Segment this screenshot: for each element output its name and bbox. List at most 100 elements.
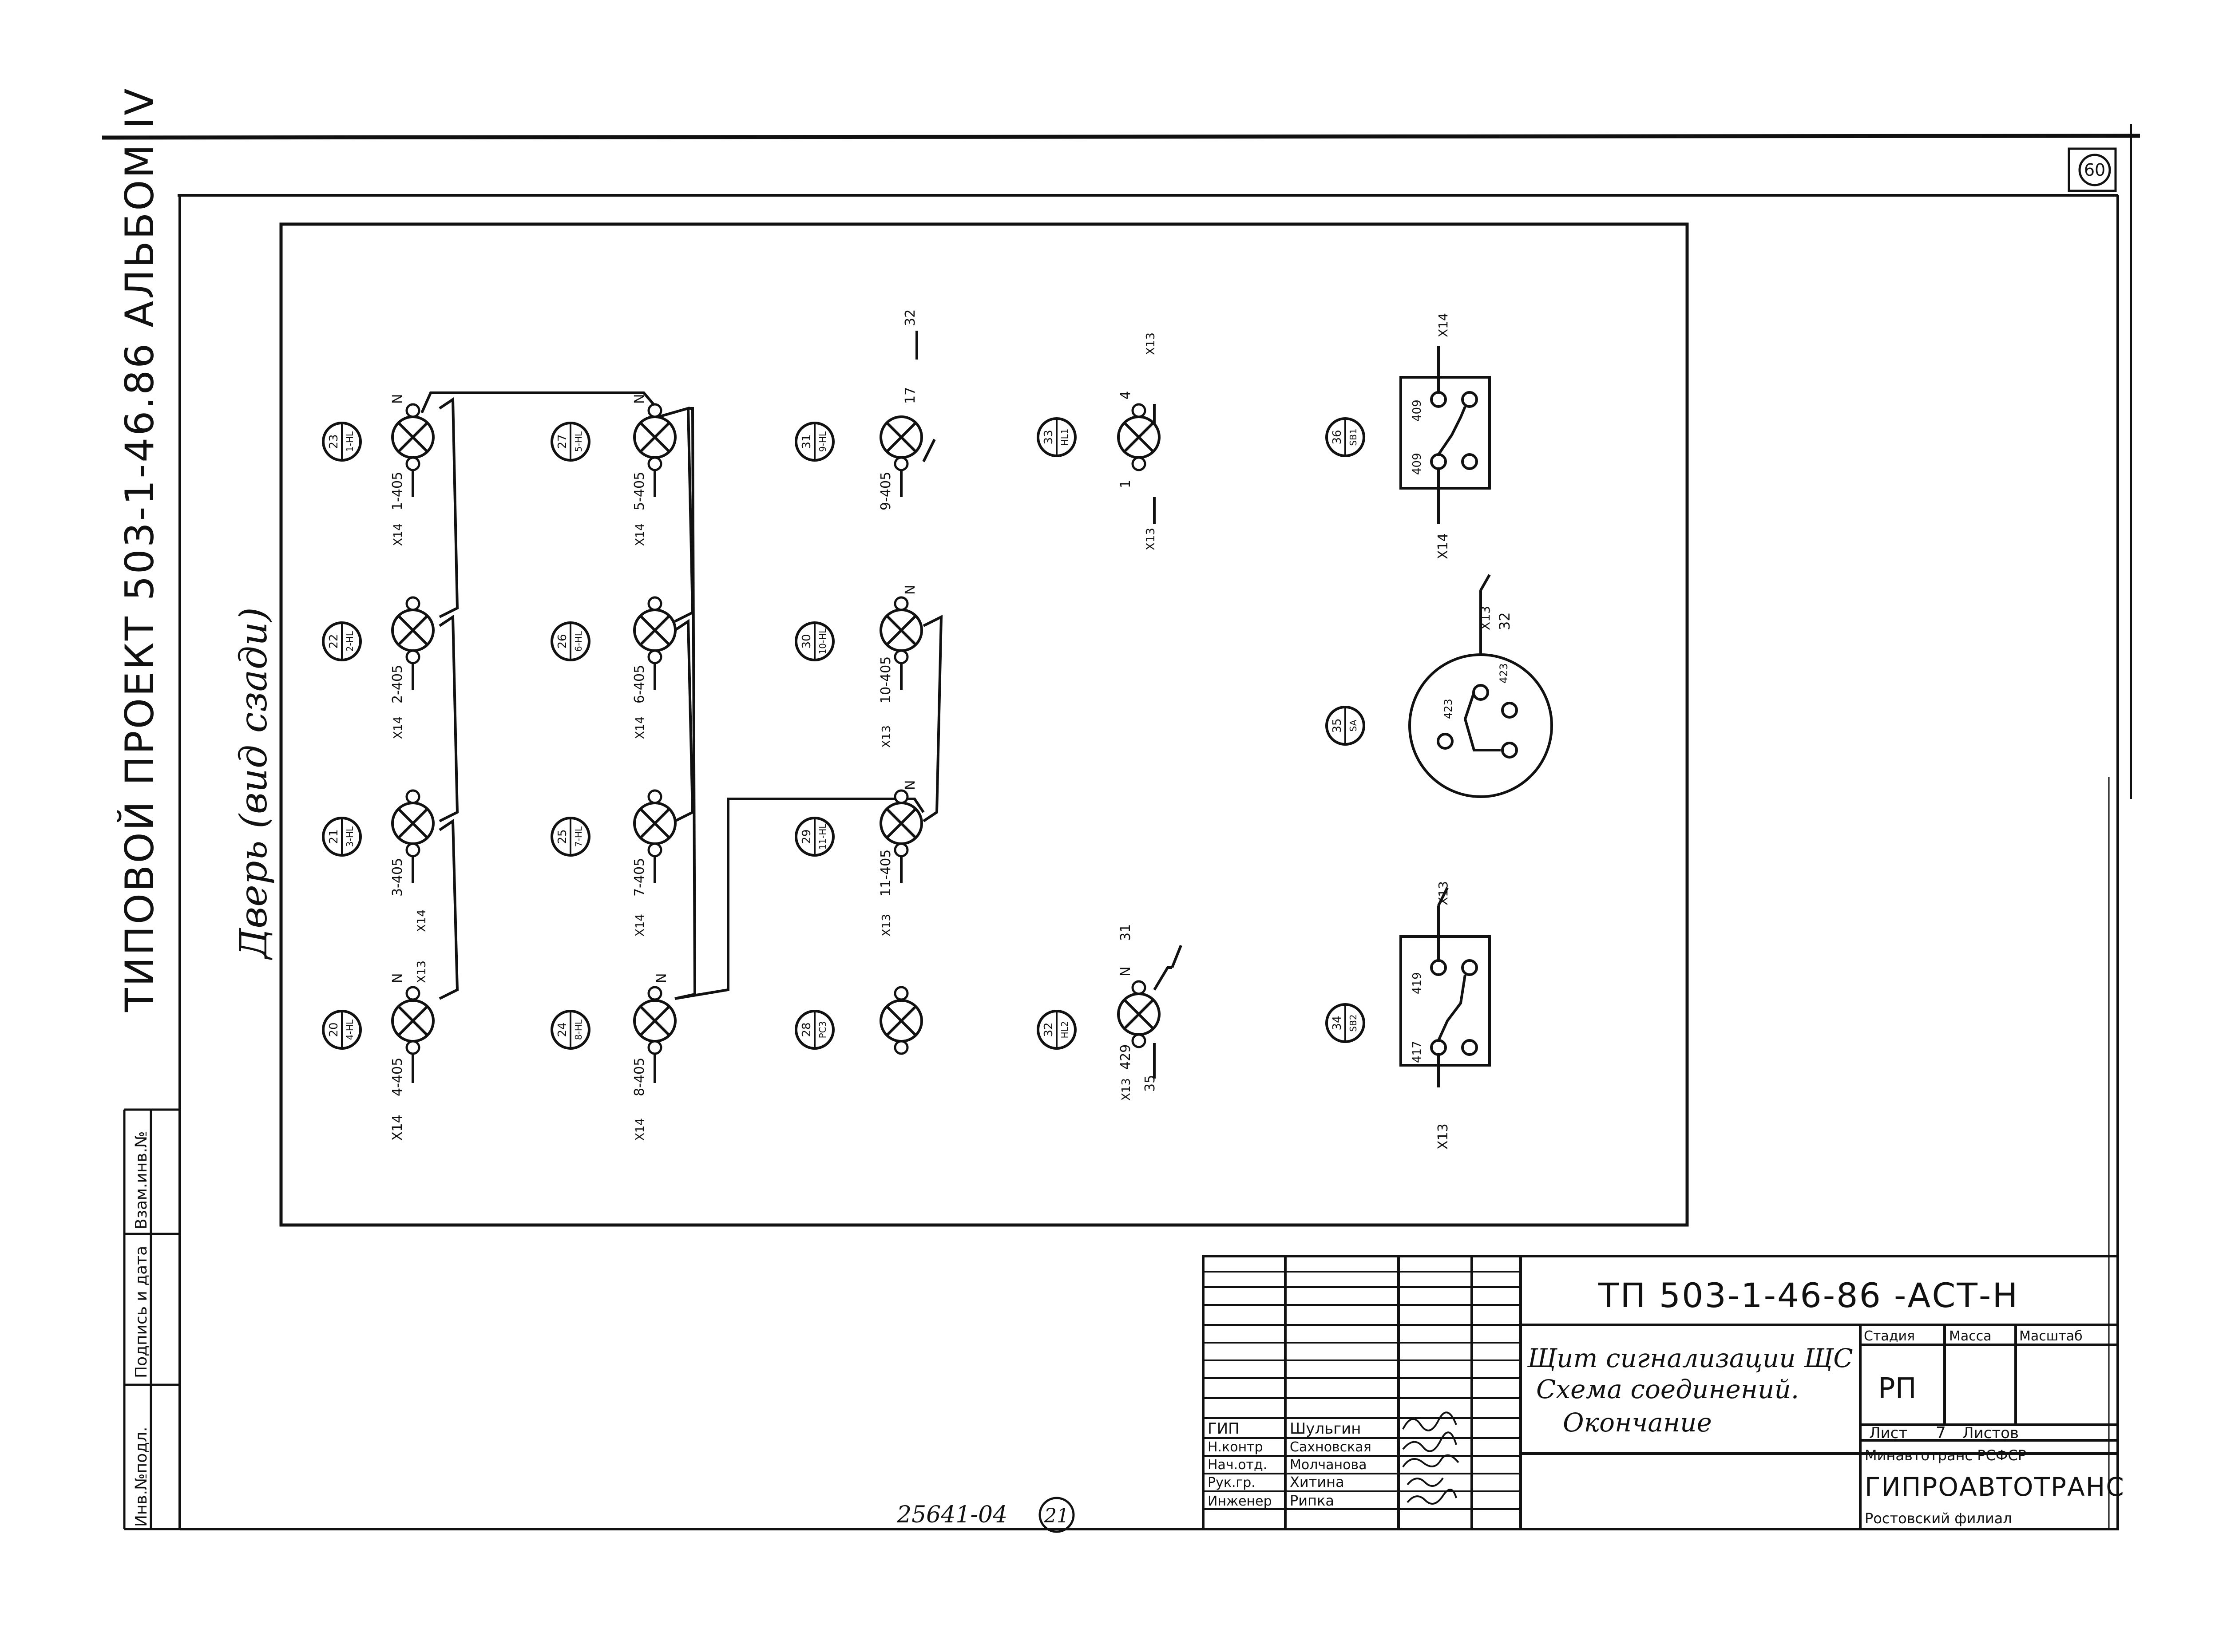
wire-23-left: 1-405 <box>390 472 405 510</box>
code-29: 11-HL <box>817 823 828 850</box>
lamp-22 <box>392 610 433 651</box>
wire-labels: 4-405 X14 N X13 3-405 X14 2-405 X14 1-40… <box>390 309 1158 1141</box>
org-line-1: Минавтотранс РСФСР <box>1865 1447 2026 1464</box>
pos-29: 29 <box>800 829 813 844</box>
sb2-term-right: X13 <box>1436 881 1450 905</box>
code-32: HL2 <box>1059 1021 1070 1039</box>
sheet-frame <box>102 124 2140 1530</box>
wire-32-left2: 35 <box>1142 1075 1158 1092</box>
sheet-number: 60 <box>2084 160 2105 180</box>
side-stamp-inv: Инв.№подл. <box>132 1427 151 1527</box>
wire-24-left: 8-405 <box>632 1058 647 1096</box>
lamp-30 <box>881 610 922 651</box>
wire-30-left: 10-405 <box>878 656 894 703</box>
sig-role-4: Рук.гр. <box>1208 1475 1256 1490</box>
position-bubbles <box>322 417 1365 1050</box>
term-21-left: X14 <box>415 909 428 932</box>
wire-33-right: 4 <box>1118 391 1133 399</box>
album-title: ТИПОВОЙ ПРОЕКТ 503-1-46.86 АЛЬБОМ IV <box>117 87 162 1012</box>
sheets-label: Листов <box>1962 1424 2019 1442</box>
archive-page: 21 <box>1044 1505 1069 1527</box>
wire-20-right: N <box>390 973 405 983</box>
lamp-32 <box>1118 994 1159 1035</box>
doc-name-3: Окончание <box>1563 1407 1712 1438</box>
term-33-left: X13 <box>1144 528 1157 550</box>
wire-23-right: N <box>390 394 405 404</box>
code-34: SB2 <box>1348 1014 1359 1032</box>
wire-31-far: 32 <box>903 309 918 326</box>
scale-header: Масштаб <box>2019 1328 2083 1344</box>
wire-29-right: N <box>903 780 918 790</box>
pos-25: 25 <box>556 829 569 844</box>
wire-31-right: 17 <box>903 387 918 404</box>
lamp-29 <box>881 803 922 844</box>
sa-term-right: X13 <box>1478 606 1493 630</box>
sheet-label: Лист <box>1869 1424 1907 1442</box>
sheet-no: 7 <box>1936 1424 1946 1442</box>
lamp-21 <box>392 803 433 844</box>
code-21: 3-HL <box>345 826 355 847</box>
sig-role-2: Н.контр <box>1208 1439 1263 1455</box>
signature-rows: ГИП Шульгин Н.контр Сахновская Нач.отд. … <box>1208 1420 1371 1509</box>
pos-28: 28 <box>800 1022 813 1037</box>
sb1-term-right: X14 <box>1436 313 1450 337</box>
term-24-left: X14 <box>634 1118 647 1141</box>
pos-20: 20 <box>327 1022 341 1037</box>
code-27: 5-HL <box>573 431 584 452</box>
doc-name-1: Щит сигнализации ЩС <box>1527 1343 1853 1373</box>
pos-31: 31 <box>800 434 813 449</box>
sig-name-2: Сахновская <box>1290 1439 1371 1455</box>
lamp-24 <box>634 1000 675 1041</box>
wire-24-right: N <box>654 973 670 983</box>
code-25: 7-HL <box>573 826 584 847</box>
pos-24: 24 <box>556 1022 569 1037</box>
pos-23: 23 <box>327 434 341 449</box>
title-block-grid <box>1202 1255 2119 1530</box>
lamp-26 <box>634 610 675 651</box>
doc-name-2: Схема соединений. <box>1536 1374 1799 1404</box>
term-30-left: X13 <box>880 725 893 748</box>
lamp-28 <box>881 1000 922 1041</box>
pos-27: 27 <box>556 434 569 449</box>
pos-21: 21 <box>327 829 341 844</box>
title-block-rows <box>1203 1271 1521 1510</box>
sig-role-5: Инженер <box>1208 1494 1272 1509</box>
term-20-right: X13 <box>415 960 428 983</box>
stage-value: РП <box>1878 1372 1917 1405</box>
pos-35: 35 <box>1331 718 1344 733</box>
code-26: 6-HL <box>573 631 584 652</box>
term-20-left: X14 <box>390 1115 405 1141</box>
sig-name-3: Молчанова <box>1290 1457 1367 1473</box>
sb2-label-left: 417 <box>1411 1041 1424 1063</box>
lamp-terminals <box>405 403 1146 1055</box>
sig-name-1: Шульгин <box>1290 1420 1361 1438</box>
bubble-dividers <box>341 419 1346 1047</box>
lamp-leads <box>412 470 903 1083</box>
sb2-term-left: X13 <box>1435 1123 1451 1150</box>
door-panel <box>279 222 1689 1227</box>
wire-30-right: N <box>903 585 918 595</box>
lamp-27 <box>634 417 675 458</box>
sheet-number-box: 60 <box>2068 147 2117 192</box>
pos-36: 36 <box>1331 430 1344 444</box>
wire-22-left: 2-405 <box>390 665 405 703</box>
wire-27-right: N <box>632 394 647 404</box>
switch-sa <box>1408 574 1553 798</box>
sb2-label-right: 419 <box>1411 972 1424 994</box>
code-22: 2-HL <box>345 631 355 652</box>
wire-25-left: 7-405 <box>632 858 647 897</box>
sa-far-right: 32 <box>1496 612 1513 630</box>
code-20: 4-HL <box>345 1019 355 1040</box>
bubble-labels: 20 4-HL 21 3-HL 22 2-HL 23 1-HL 24 8-HL … <box>327 428 1359 1040</box>
lamp-31 <box>881 417 922 458</box>
lamp-33 <box>1118 417 1159 458</box>
wire-27-left: 5-405 <box>632 472 647 510</box>
code-24: 8-HL <box>573 1019 584 1040</box>
sig-name-5: Рипка <box>1290 1492 1334 1509</box>
wire-21-left: 3-405 <box>390 858 405 897</box>
term-25-left: X14 <box>634 914 647 937</box>
pos-26: 26 <box>556 634 569 648</box>
sb1-label-left: 409 <box>1411 453 1424 475</box>
switch-sb2 <box>1399 887 1491 1087</box>
wire-33-left: 1 <box>1118 480 1133 488</box>
